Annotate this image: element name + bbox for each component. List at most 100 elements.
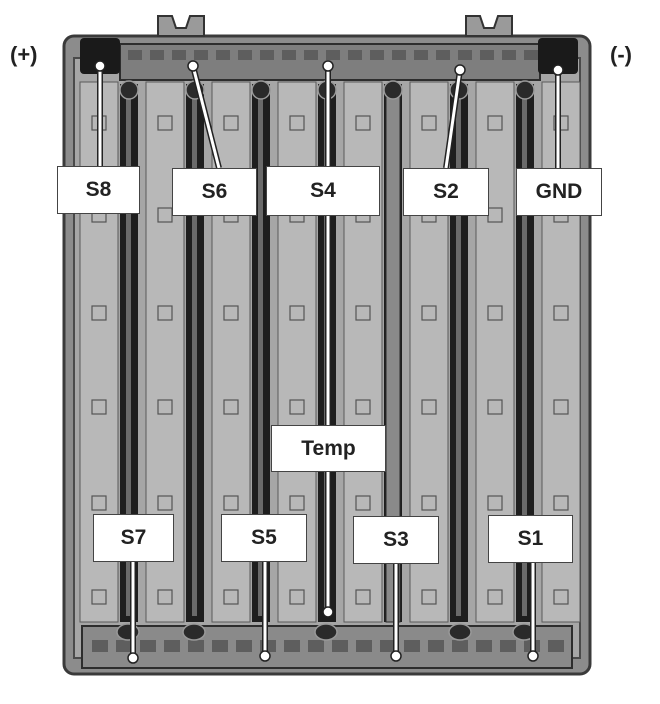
sense-wire	[191, 65, 221, 169]
connector-tooth	[150, 50, 164, 60]
connector-tooth	[458, 50, 472, 60]
connection-point	[259, 650, 271, 662]
connection-point	[322, 606, 334, 618]
connector-tooth	[304, 50, 318, 60]
connector-tooth	[404, 640, 420, 652]
negative-terminal-label: (-)	[610, 42, 632, 67]
label-s4: S4	[266, 166, 380, 216]
connector-tooth	[128, 50, 142, 60]
cell-marker-square	[487, 115, 503, 131]
connection-point	[454, 64, 466, 76]
bus-bar-highlight	[456, 90, 461, 616]
label-temp: Temp	[271, 425, 386, 472]
connector-tooth	[380, 640, 396, 652]
cell-marker-square	[157, 495, 173, 511]
sense-wire	[444, 69, 462, 169]
cell-marker-square	[355, 589, 371, 605]
cell-marker-square	[289, 399, 305, 415]
cell-marker-square	[289, 495, 305, 511]
cell-marker-square	[355, 495, 371, 511]
cell-marker-square	[487, 399, 503, 415]
cell-marker-square	[421, 589, 437, 605]
connector-tooth	[348, 50, 362, 60]
cell-marker-square	[91, 305, 107, 321]
bus-bar-highlight	[192, 90, 197, 616]
connector-tooth	[260, 50, 274, 60]
label-s1: S1	[488, 515, 573, 563]
connector-tooth	[326, 50, 340, 60]
connector-tooth	[92, 640, 108, 652]
cell-marker-square	[355, 399, 371, 415]
top-mount-right	[465, 15, 513, 37]
cell-marker-square	[421, 495, 437, 511]
cell-marker-square	[157, 115, 173, 131]
connection-point	[127, 652, 139, 664]
top-mount-left	[157, 15, 205, 37]
connection-point	[552, 64, 564, 76]
cell-marker-square	[553, 399, 569, 415]
label-gnd: GND	[516, 168, 602, 216]
connector-tooth	[164, 640, 180, 652]
cell-marker-square	[553, 495, 569, 511]
connector-tooth	[370, 50, 384, 60]
cell-marker-square	[157, 305, 173, 321]
connection-point	[322, 60, 334, 72]
connector-tooth	[524, 50, 538, 60]
label-s2: S2	[403, 168, 489, 216]
connector-tooth	[282, 50, 296, 60]
connection-point	[94, 60, 106, 72]
cell-marker-square	[223, 589, 239, 605]
connector-tooth	[216, 50, 230, 60]
connector-tooth	[502, 50, 516, 60]
label-s6: S6	[172, 168, 257, 216]
connector-tooth	[500, 640, 516, 652]
cell-marker-square	[91, 399, 107, 415]
connector-tooth	[172, 50, 186, 60]
cell-marker-square	[487, 305, 503, 321]
connector-tooth	[308, 640, 324, 652]
cell-marker-square	[223, 495, 239, 511]
bus-bar-highlight	[522, 90, 527, 616]
bolt-head	[119, 80, 139, 100]
connector-tooth	[428, 640, 444, 652]
connector-tooth	[194, 50, 208, 60]
connector-tooth	[392, 50, 406, 60]
label-s3: S3	[353, 516, 439, 564]
connector-tooth	[140, 640, 156, 652]
connector-tooth	[284, 640, 300, 652]
connection-point	[390, 650, 402, 662]
cell-marker-square	[223, 305, 239, 321]
connection-point	[527, 650, 539, 662]
bus-bar-highlight	[258, 90, 263, 616]
connection-point	[187, 60, 199, 72]
cell-marker-square	[421, 399, 437, 415]
connector-tooth	[236, 640, 252, 652]
negative-terminal-block	[538, 38, 578, 74]
bolt-head	[515, 80, 535, 100]
cell-marker-square	[157, 399, 173, 415]
cell-marker-square	[289, 589, 305, 605]
cell-marker-square	[91, 495, 107, 511]
bus-bar-highlight	[126, 90, 131, 616]
cell-marker-square	[487, 589, 503, 605]
bolt-head	[448, 623, 472, 641]
connector-tooth	[480, 50, 494, 60]
cell-marker-square	[157, 589, 173, 605]
bolt-head	[182, 623, 206, 641]
connector-tooth	[212, 640, 228, 652]
connector-tooth	[548, 640, 564, 652]
connector-tooth	[116, 640, 132, 652]
cell-marker-square	[355, 115, 371, 131]
cell-marker-square	[421, 115, 437, 131]
connector-tooth	[414, 50, 428, 60]
positive-terminal-label: (+)	[10, 42, 38, 67]
cell-marker-square	[223, 399, 239, 415]
connector-tooth	[452, 640, 468, 652]
cell-marker-square	[421, 305, 437, 321]
connector-tooth	[332, 640, 348, 652]
label-s7: S7	[93, 514, 174, 562]
label-s8: S8	[57, 166, 140, 214]
cell-marker-square	[289, 115, 305, 131]
